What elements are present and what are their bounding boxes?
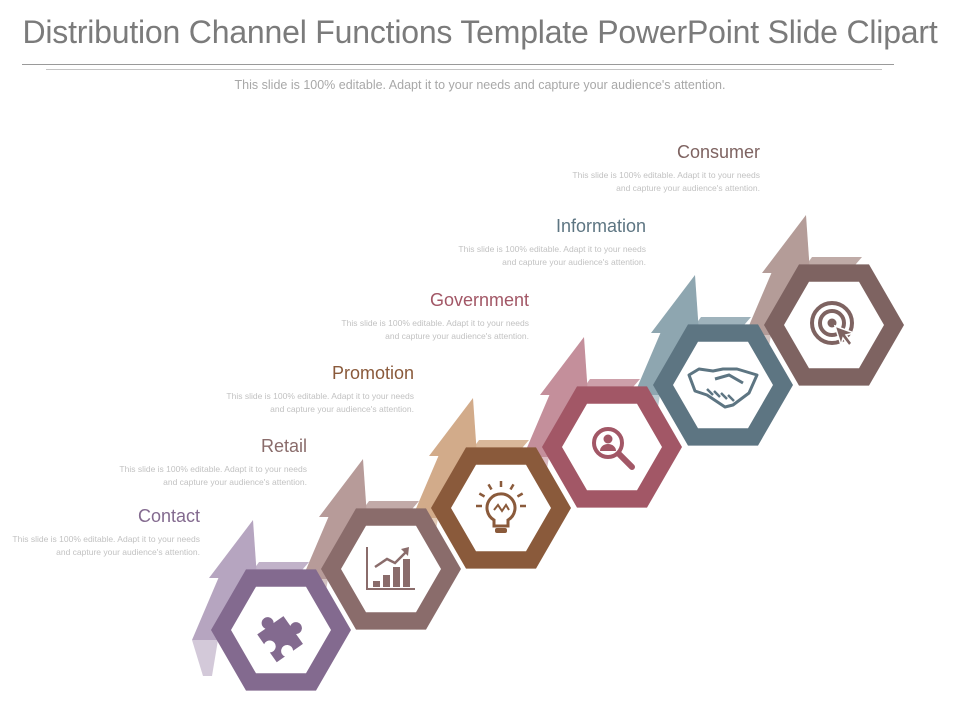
step-description: This slide is 100% editable. Adapt it to… <box>12 534 200 557</box>
arrow-shaft <box>192 572 247 640</box>
lightbulb-icon <box>476 481 526 533</box>
arrow-shaft <box>302 511 357 579</box>
target-icon <box>810 301 857 348</box>
step-title: Information <box>555 216 646 236</box>
step-label-consumer: Consumer This slide is 100% editable. Ad… <box>570 142 760 194</box>
arrow-head <box>762 215 810 273</box>
step-arrow <box>302 459 419 615</box>
arrow-head <box>319 459 367 517</box>
handshake-icon <box>687 367 759 409</box>
step-description: This slide is 100% editable. Adapt it to… <box>341 318 529 341</box>
search-user-icon <box>592 427 635 470</box>
hexagon-step-information <box>653 324 793 446</box>
step-description: This slide is 100% editable. Adapt it to… <box>458 244 646 267</box>
title-divider-thin <box>46 69 882 70</box>
hexagon-step-consumer <box>764 264 904 386</box>
step-title: Retail <box>260 436 307 456</box>
step-label-government: Government This slide is 100% editable. … <box>339 290 529 342</box>
slide-subtitle: This slide is 100% editable. Adapt it to… <box>234 78 726 92</box>
arrow-shadow <box>192 640 218 676</box>
step-label-contact: Contact This slide is 100% editable. Ada… <box>10 506 200 558</box>
title-divider <box>22 64 894 65</box>
step-title: Government <box>429 290 529 310</box>
arrow-shaft <box>745 267 800 335</box>
hexagon-inner <box>673 341 773 429</box>
step-description: This slide is 100% editable. Adapt it to… <box>572 170 760 193</box>
hexagon-step-retail <box>321 508 461 630</box>
hexagon-step-government <box>542 386 682 508</box>
arrow-shaft <box>634 327 689 395</box>
step-label-promotion: Promotion This slide is 100% editable. A… <box>224 363 414 415</box>
step-label-information: Information This slide is 100% editable.… <box>456 216 646 268</box>
hexagon-step-contact <box>211 569 351 691</box>
arrow-head <box>540 337 588 395</box>
step-description: This slide is 100% editable. Adapt it to… <box>226 391 414 414</box>
slide-title: Distribution Channel Functions Template … <box>22 14 938 50</box>
arrow-head <box>209 520 257 578</box>
bar-chart-icon <box>366 547 415 590</box>
arrow-head <box>651 275 699 333</box>
arrow-shaft <box>523 389 578 457</box>
step-title: Promotion <box>331 363 414 383</box>
step-title: Contact <box>137 506 200 526</box>
arrow-head <box>429 398 477 456</box>
arrow-shaft <box>412 450 467 518</box>
hexagon-step-promotion <box>431 447 571 569</box>
puzzle-icon <box>257 616 303 663</box>
step-label-retail: Retail This slide is 100% editable. Adap… <box>117 436 307 488</box>
step-title: Consumer <box>676 142 760 162</box>
step-description: This slide is 100% editable. Adapt it to… <box>119 464 307 487</box>
